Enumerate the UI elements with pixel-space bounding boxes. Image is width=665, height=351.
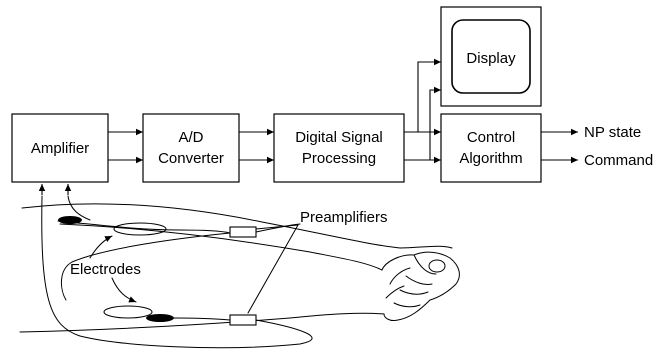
ad-converter-block: A/D Converter (142, 113, 240, 183)
ad-converter-label-line1: A/D (178, 129, 203, 146)
display-screen-icon (451, 19, 531, 94)
electrodes-label: Electrodes (70, 261, 141, 278)
control-algorithm-label-line1: Control (467, 129, 515, 146)
dsp-label-line1: Digital Signal (295, 129, 383, 146)
amplifier-label: Amplifier (31, 140, 89, 157)
display-label: Display (466, 50, 516, 67)
ad-converter-label-line2: Converter (158, 150, 224, 167)
control-algorithm-block: Control Algorithm (440, 113, 542, 183)
command-output-label: Command (584, 152, 653, 169)
electrode-bottom-icon (146, 314, 174, 322)
display-block: Display (440, 6, 542, 107)
dsp-label-line2: Processing (302, 150, 376, 167)
np-state-output-label: NP state (584, 124, 641, 141)
amplifier-block: Amplifier (11, 113, 109, 183)
preamplifiers-label: Preamplifiers (300, 209, 388, 226)
forearm-illustration (19, 195, 460, 349)
signal-arrows (38, 58, 578, 195)
dsp-block: Digital Signal Processing (273, 113, 405, 183)
preamplifier-bottom-icon (229, 314, 257, 326)
control-algorithm-label-line2: Algorithm (459, 150, 522, 167)
preamplifier-top-icon (229, 226, 257, 238)
